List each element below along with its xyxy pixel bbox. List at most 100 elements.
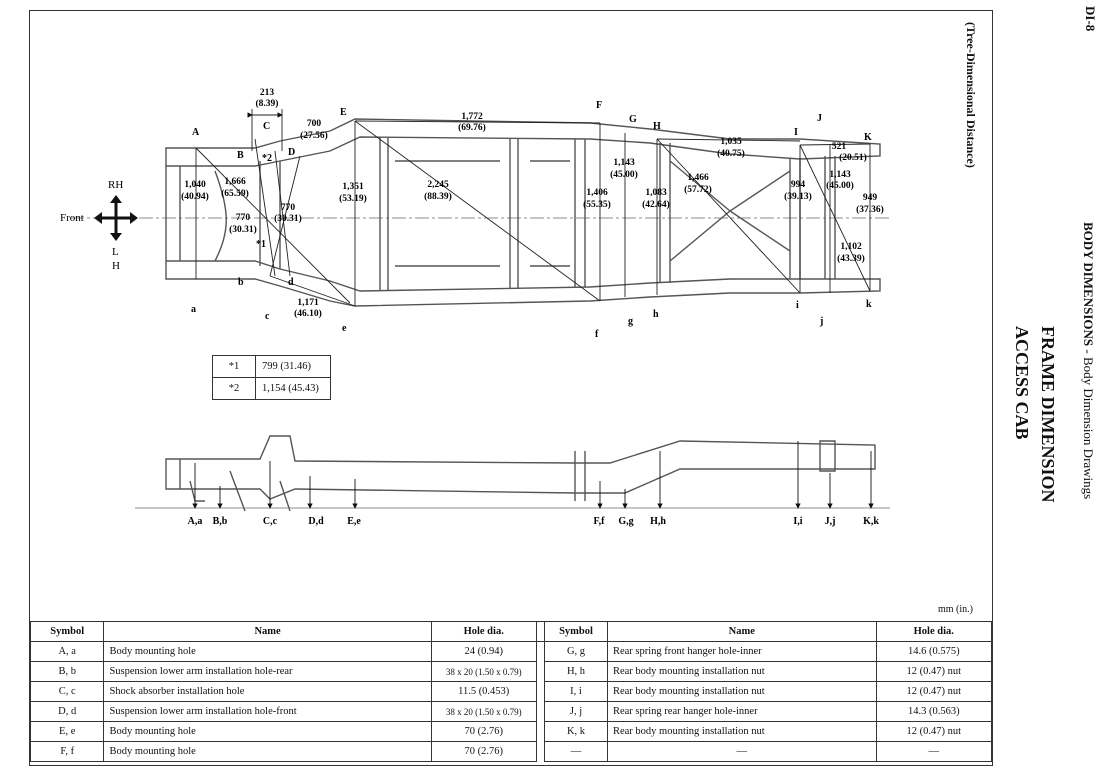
point-i: i [796, 300, 799, 311]
point-A: A [192, 127, 200, 138]
point-d: d [288, 277, 294, 288]
cell-name-2: Rear spring front hanger hole-inner [606, 641, 877, 662]
cell-name: Suspension lower arm installation hole-f… [103, 701, 432, 722]
point-C: C [263, 121, 270, 132]
cell-name: Shock absorber installation hole [103, 681, 432, 702]
cell-symbol-2: I, i [544, 681, 608, 702]
cell-symbol: F, f [29, 741, 105, 762]
table-row: C, c Shock absorber installation hole 11… [29, 681, 993, 702]
dim-770a-in: (30.31) [229, 224, 257, 235]
dim-213-in: (8.39) [256, 98, 279, 109]
cell-hole-dia-2: 14.6 (0.575) [875, 641, 993, 662]
table-gap [535, 641, 546, 662]
cell-name-2: Rear spring rear hanger hole-inner [606, 701, 877, 722]
cell-hole-dia: 70 (2.76) [430, 721, 537, 742]
side-label-j: J,j [825, 516, 836, 527]
side-label-f: F,f [593, 516, 605, 527]
dim-521: 521 [832, 142, 847, 152]
dim-521-in: (20.51) [839, 152, 867, 163]
point-b: b [238, 277, 244, 288]
point-H: H [653, 121, 661, 132]
table-row: D, d Suspension lower arm installation h… [29, 701, 993, 722]
table-gap [535, 741, 546, 762]
point-J: J [817, 113, 822, 124]
cell-symbol: A, a [29, 641, 105, 662]
table-row: F, f Body mounting hole 70 (2.76) — — — [29, 741, 993, 762]
cell-hole-dia-2: — [875, 741, 993, 762]
marker-row: *2 1,154 (45.43) [212, 377, 331, 400]
header-name: Name [103, 621, 432, 642]
cell-symbol-2: H, h [544, 661, 608, 682]
dim-1143a: 1,143 [613, 158, 635, 168]
direction-labels: RH Front L H [60, 179, 123, 272]
table-gap [535, 681, 546, 702]
section-name: BODY DIMENSIONS [1081, 222, 1096, 347]
marker-value: 1,154 (45.43) [255, 377, 331, 400]
frame-side-view [165, 435, 876, 512]
side-arrows [192, 441, 874, 509]
cell-name: Body mounting hole [103, 641, 432, 662]
dim-1143b: 1,143 [829, 170, 851, 180]
dim-1666: 1,666 [224, 177, 246, 187]
drawing-border [29, 10, 993, 766]
dim-1040-in: (40.94) [181, 191, 209, 202]
cell-hole-dia: 38 x 20 (1.50 x 0.79) [430, 661, 537, 682]
point-I: I [794, 127, 798, 138]
side-label-a: A,a [188, 516, 203, 527]
cell-hole-dia-2: 12 (0.47) nut [875, 721, 993, 742]
point-D: D [288, 147, 295, 158]
dim-949: 949 [863, 193, 878, 203]
table-gap [535, 701, 546, 722]
marker-value: 799 (31.46) [255, 355, 331, 378]
dim-994-in: (39.13) [784, 191, 812, 202]
point-E: E [340, 107, 347, 118]
header-hole-dia-2: Hole dia. [875, 621, 993, 642]
point-e: e [342, 323, 347, 334]
dim-1083-in: (42.64) [642, 199, 670, 210]
marker-key: *2 [212, 377, 256, 400]
dim-1040: 1,040 [184, 180, 206, 190]
cell-symbol: C, c [29, 681, 105, 702]
section-subname: - Body Dimension Drawings [1081, 346, 1096, 500]
cell-symbol-2: K, k [544, 721, 608, 742]
table-row: E, e Body mounting hole 70 (2.76) K, k R… [29, 721, 993, 742]
dim-1083: 1,083 [645, 188, 667, 198]
table-header-row: Symbol Name Hole dia. Symbol Name Hole d… [29, 621, 993, 642]
cell-name-2: Rear body mounting installation nut [606, 661, 877, 682]
cell-hole-dia: 11.5 (0.453) [430, 681, 537, 702]
side-label-i: I,i [793, 516, 802, 527]
dim-1772-in: (69.76) [458, 122, 486, 133]
cell-hole-dia-2: 14.3 (0.563) [875, 701, 993, 722]
cell-symbol: D, d [29, 701, 105, 722]
cell-hole-dia: 38 x 20 (1.50 x 0.79) [430, 701, 537, 722]
measurement-lines [195, 109, 871, 307]
dim-1035: 1,035 [720, 137, 742, 147]
point-G: G [629, 114, 637, 125]
frame-top-view [165, 118, 881, 307]
marker-row: *1 799 (31.46) [212, 355, 331, 378]
point-B: B [237, 150, 244, 161]
marker-table: *1 799 (31.46) *2 1,154 (45.43) [212, 355, 331, 400]
cell-symbol-2: G, g [544, 641, 608, 662]
dim-1102: 1,102 [840, 242, 862, 252]
point-k: k [866, 299, 872, 310]
lh-label-h: H [112, 260, 120, 272]
side-label-b: B,b [213, 516, 228, 527]
cell-symbol-2: J, j [544, 701, 608, 722]
point-F: F [596, 100, 602, 111]
cell-name: Body mounting hole [103, 741, 432, 762]
direction-arrows [94, 195, 138, 241]
cell-symbol-2: — [544, 741, 608, 762]
marker-key: *1 [212, 355, 256, 378]
rh-label: RH [108, 179, 123, 191]
point-labels: A B C D E F G H I J K a b c d e f g h i … [191, 100, 872, 340]
dim-949-in: (37.36) [856, 204, 884, 215]
table-row: A, a Body mounting hole 24 (0.94) G, g R… [29, 641, 993, 662]
dim-213: 213 [260, 88, 275, 98]
header-name-2: Name [606, 621, 877, 642]
header-hole-dia: Hole dia. [430, 621, 537, 642]
side-label-k: K,k [863, 516, 879, 527]
unit-note: mm (in.) [938, 604, 973, 615]
dim-700: 700 [307, 119, 322, 129]
point-a: a [191, 304, 196, 315]
